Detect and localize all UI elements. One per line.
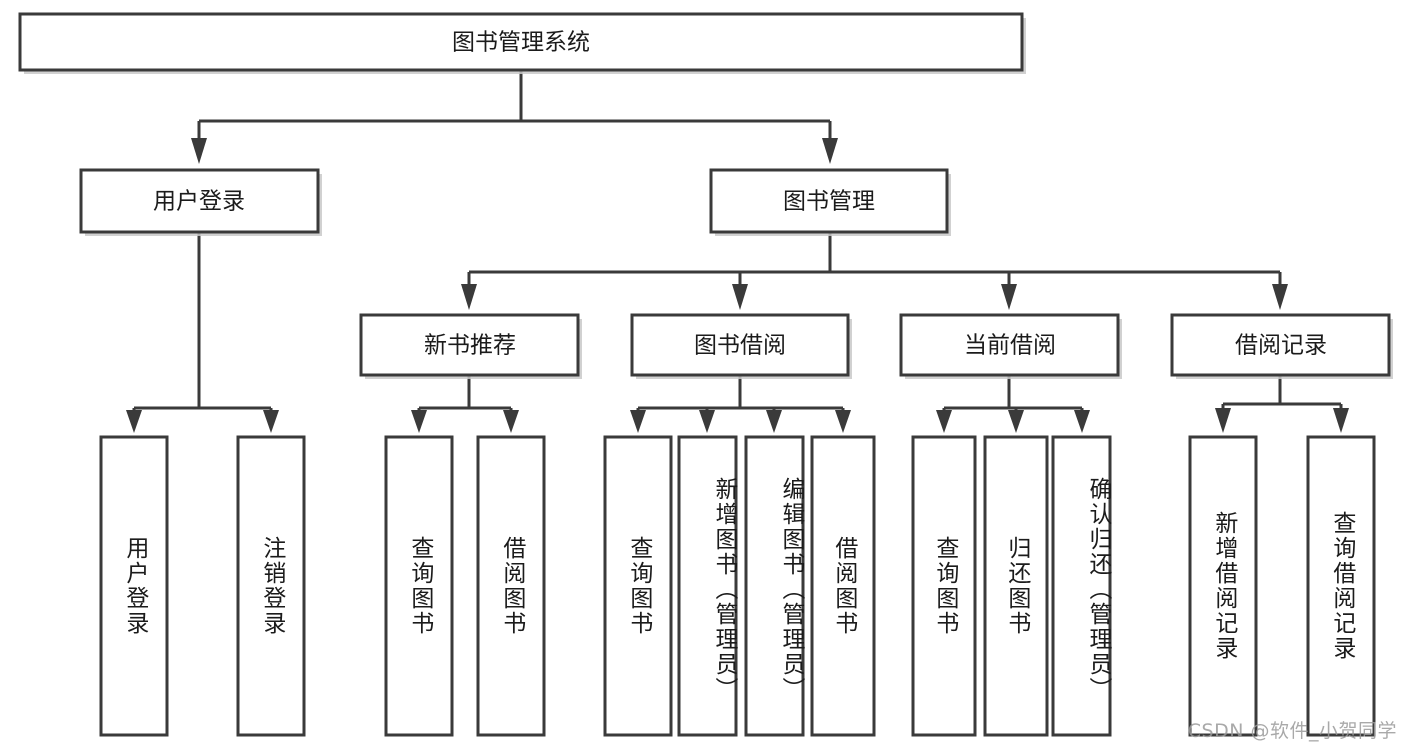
- arrow-head-user-login: [191, 138, 207, 164]
- node-user-login[interactable]: 用户登录: [79, 168, 322, 236]
- arrow-head-leaf-edit-book: [766, 410, 782, 433]
- leaf-query-record[interactable]: [1306, 435, 1376, 737]
- leaf-return-book-box[interactable]: [983, 435, 1049, 737]
- leaf-edit-book-box[interactable]: [744, 435, 805, 737]
- leaf-borrow-book-2[interactable]: [810, 435, 876, 737]
- arrow-head-leaf-return-book: [1008, 410, 1024, 433]
- arrow-head-borrow: [732, 284, 748, 310]
- node-book-management-box[interactable]: [709, 168, 949, 234]
- arrow-head-record: [1272, 284, 1288, 310]
- node-borrow-record-box[interactable]: [1170, 313, 1391, 377]
- node-book-borrow-label: 图书借阅: [694, 333, 786, 359]
- leaf-confirm-return-box[interactable]: [1051, 435, 1112, 737]
- leaf-borrow-book-1-box[interactable]: [476, 435, 546, 737]
- arrow-head-leaf-borrow-book-2: [835, 410, 851, 433]
- leaf-return-book[interactable]: [983, 435, 1049, 737]
- leaf-query-book-2-box[interactable]: [603, 435, 673, 737]
- node-new-book-recommend[interactable]: 新书推荐: [359, 313, 582, 379]
- node-current-borrow-label: 当前借阅: [964, 333, 1056, 359]
- leaf-confirm-return[interactable]: [1051, 435, 1112, 737]
- node-current-borrow[interactable]: 当前借阅: [899, 313, 1122, 379]
- node-book-management-label: 图书管理: [783, 189, 875, 215]
- leaf-query-book-1-box[interactable]: [384, 435, 454, 737]
- node-current-borrow-box[interactable]: [899, 313, 1120, 377]
- node-user-login-box[interactable]: [79, 168, 320, 234]
- arrow-head-current: [1001, 284, 1017, 310]
- arrow-head-leaf-add-book: [699, 410, 715, 433]
- leaf-logout-box[interactable]: [236, 435, 306, 737]
- leaf-user-login[interactable]: [99, 435, 169, 737]
- connector-lines-group: [126, 70, 1349, 433]
- leaf-query-book-2[interactable]: [603, 435, 673, 737]
- leaf-edit-book[interactable]: [744, 435, 805, 737]
- leaf-query-book-3[interactable]: [911, 435, 977, 737]
- arrow-head-leaf-query-book-1: [411, 410, 427, 433]
- arrow-head-leaf-logout: [263, 410, 279, 433]
- leaf-borrow-book-2-box[interactable]: [810, 435, 876, 737]
- node-root-label: 图书管理系统: [452, 30, 590, 56]
- arrow-head-leaf-borrow-book-1: [503, 410, 519, 433]
- arrow-head-leaf-confirm-return: [1074, 410, 1090, 433]
- node-boxes-group: 图书管理系统 用户登录 图书管理 新书推荐: [18, 12, 1393, 737]
- leaf-user-login-box[interactable]: [99, 435, 169, 737]
- leaf-add-book-box[interactable]: [677, 435, 738, 737]
- node-user-login-label: 用户登录: [153, 189, 245, 215]
- arrow-head-leaf-add-record: [1215, 408, 1231, 433]
- arrow-head-leaf-query-book-2: [630, 410, 646, 433]
- node-borrow-record-label: 借阅记录: [1235, 333, 1327, 359]
- arrow-head-new-book: [461, 284, 477, 310]
- node-book-management[interactable]: 图书管理: [709, 168, 951, 236]
- leaf-query-record-box[interactable]: [1306, 435, 1376, 737]
- leaf-logout[interactable]: [236, 435, 306, 737]
- leaf-add-record-box[interactable]: [1188, 435, 1258, 737]
- node-root[interactable]: 图书管理系统: [18, 12, 1026, 74]
- csdn-watermark: CSDN @软件_小贺同学: [1187, 720, 1397, 742]
- arrow-head-leaf-query-record: [1333, 408, 1349, 433]
- arrow-head-book-mgmt: [822, 138, 838, 164]
- leaf-add-book[interactable]: [677, 435, 738, 737]
- node-book-borrow[interactable]: 图书借阅: [630, 313, 852, 379]
- node-book-borrow-box[interactable]: [630, 313, 850, 377]
- leaf-query-book-1[interactable]: [384, 435, 454, 737]
- arrow-head-leaf-user-login: [126, 410, 142, 433]
- leaf-borrow-book-1[interactable]: [476, 435, 546, 737]
- leaf-query-book-3-box[interactable]: [911, 435, 977, 737]
- leaf-add-record[interactable]: [1188, 435, 1258, 737]
- node-new-book-recommend-box[interactable]: [359, 313, 580, 377]
- arrow-head-leaf-query-book-3: [936, 410, 952, 433]
- node-borrow-record[interactable]: 借阅记录: [1170, 313, 1393, 379]
- node-new-book-recommend-label: 新书推荐: [424, 333, 516, 359]
- node-root-box[interactable]: [18, 12, 1024, 72]
